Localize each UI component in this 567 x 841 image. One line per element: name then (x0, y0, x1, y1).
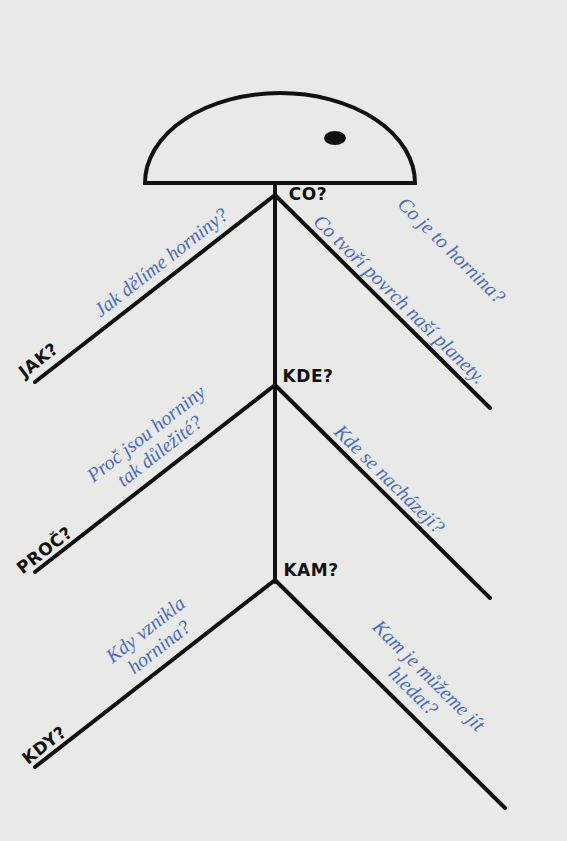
bone-heading: CO? (289, 184, 327, 204)
question-note: Jak dělíme horniny? (90, 203, 232, 321)
question-note: Kde se nacházejí? (330, 420, 449, 538)
bone-heading: JAK? (14, 338, 61, 381)
fish-eye (324, 131, 346, 145)
spine (273, 183, 277, 582)
fish-head (145, 93, 415, 183)
question-note: Kam je můžeme jít hledat? (343, 606, 498, 760)
bone (275, 580, 505, 808)
bone (275, 195, 490, 408)
question-note: Co tvoří povrch naší planety. (310, 210, 491, 388)
bone (35, 195, 275, 382)
bone-heading: KDE? (283, 366, 334, 386)
bone-heading: KAM? (283, 560, 338, 580)
question-note: Proč jsou horniny tak důležité? (73, 374, 230, 510)
question-note: Co je to hornina? (394, 193, 510, 308)
bone (35, 580, 275, 767)
bone (275, 385, 490, 598)
